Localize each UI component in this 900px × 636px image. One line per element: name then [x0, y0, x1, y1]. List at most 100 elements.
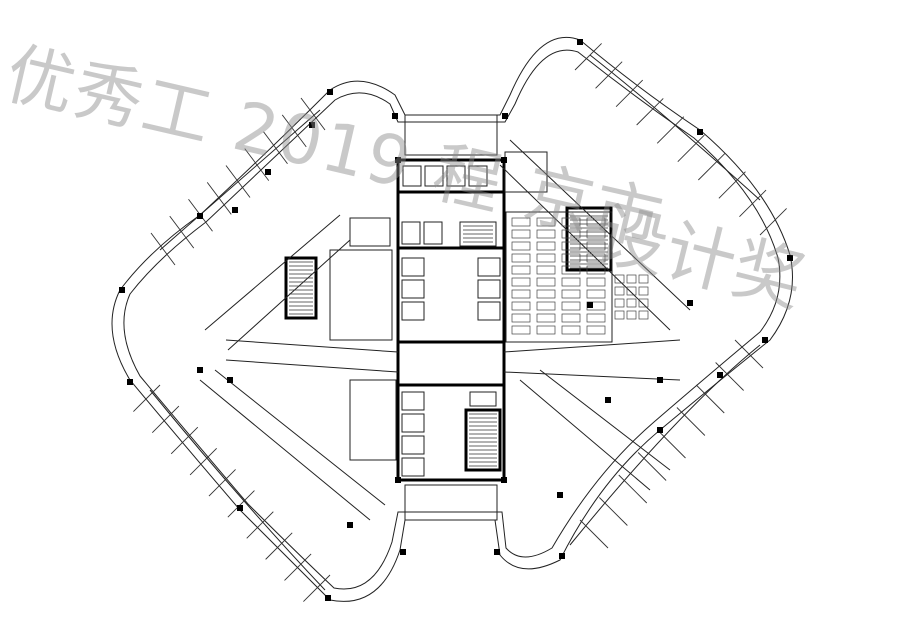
structural-column	[697, 129, 703, 135]
structural-column	[395, 477, 401, 483]
core-central	[396, 246, 506, 344]
elevator	[401, 457, 425, 477]
desk	[586, 277, 606, 287]
desk	[586, 217, 606, 227]
corridor-nw	[204, 214, 351, 351]
room-partition	[698, 153, 726, 181]
structural-column	[265, 169, 271, 175]
desk	[586, 313, 606, 323]
elevator	[401, 257, 425, 277]
structural-column	[502, 113, 508, 119]
elevator	[446, 165, 466, 187]
room-partition	[227, 490, 255, 518]
washroom-n	[504, 151, 548, 193]
room-partition	[246, 511, 274, 539]
desk	[536, 265, 556, 275]
structural-column	[605, 397, 611, 403]
room-partition	[636, 98, 664, 126]
desk	[536, 241, 556, 251]
structural-column	[577, 39, 583, 45]
desk	[561, 289, 581, 299]
room-partition	[300, 97, 326, 131]
desk	[626, 310, 637, 320]
structural-column	[119, 287, 125, 293]
desk	[536, 277, 556, 287]
structural-column	[395, 157, 401, 163]
desk	[511, 313, 531, 323]
stair-w	[284, 256, 318, 320]
room-partition	[615, 79, 644, 107]
structural-column	[197, 367, 203, 373]
south-lobby	[404, 484, 498, 521]
room-partition	[579, 519, 609, 549]
room-partition	[133, 384, 161, 412]
structural-column	[501, 157, 507, 163]
corridor-e	[503, 339, 681, 381]
desk	[511, 277, 531, 287]
room-partition	[265, 532, 293, 560]
room-partition	[284, 553, 312, 581]
desk	[586, 229, 606, 239]
structural-column	[392, 113, 398, 119]
room-partition	[263, 131, 288, 165]
stair-s	[464, 408, 502, 472]
structural-column	[557, 492, 563, 498]
room-partition	[656, 116, 685, 144]
service-room-w	[329, 249, 393, 341]
desk	[536, 229, 556, 239]
desk	[561, 229, 581, 239]
shaft	[469, 391, 497, 407]
structural-column	[197, 213, 203, 219]
desk	[536, 217, 556, 227]
desk	[626, 298, 637, 308]
desk	[586, 289, 606, 299]
room-partition	[677, 134, 705, 162]
room-partition	[150, 232, 176, 266]
stair-ne	[565, 206, 613, 272]
room-partition	[169, 215, 195, 249]
desk	[626, 274, 637, 284]
structural-column	[657, 427, 663, 433]
desk	[638, 286, 649, 296]
desk	[511, 325, 531, 335]
structural-column	[687, 300, 693, 306]
desk	[536, 289, 556, 299]
desk	[536, 253, 556, 263]
desk	[561, 325, 581, 335]
curtain-wall-sw	[149, 389, 326, 591]
elevator	[402, 165, 422, 187]
room-partition	[574, 43, 602, 71]
desk	[561, 241, 581, 251]
room-partition	[715, 362, 744, 391]
room-partition	[734, 339, 764, 369]
desk	[586, 265, 606, 275]
desk	[561, 277, 581, 287]
structural-column	[657, 377, 663, 383]
structural-column	[762, 337, 768, 343]
desk	[511, 241, 531, 251]
structural-column	[309, 122, 315, 128]
room-partition	[599, 497, 628, 526]
desk	[638, 274, 649, 284]
elevator	[401, 391, 425, 411]
structural-column	[587, 302, 593, 308]
core-upper-shaft	[396, 158, 506, 194]
service-room-sw	[349, 379, 397, 461]
structural-column	[501, 477, 507, 483]
desk	[536, 313, 556, 323]
desk	[511, 229, 531, 239]
desk	[586, 241, 606, 251]
room-partition	[208, 469, 236, 497]
curtain-wall-nw	[159, 109, 321, 251]
room-partition	[618, 474, 648, 504]
open-office-e	[505, 211, 613, 343]
desk	[626, 286, 637, 296]
room-partition	[281, 114, 307, 148]
elevator	[401, 221, 421, 245]
desk	[586, 325, 606, 335]
room-partition	[303, 574, 331, 602]
room-partition	[225, 165, 251, 198]
desk	[511, 265, 531, 275]
room-partition	[637, 452, 667, 481]
